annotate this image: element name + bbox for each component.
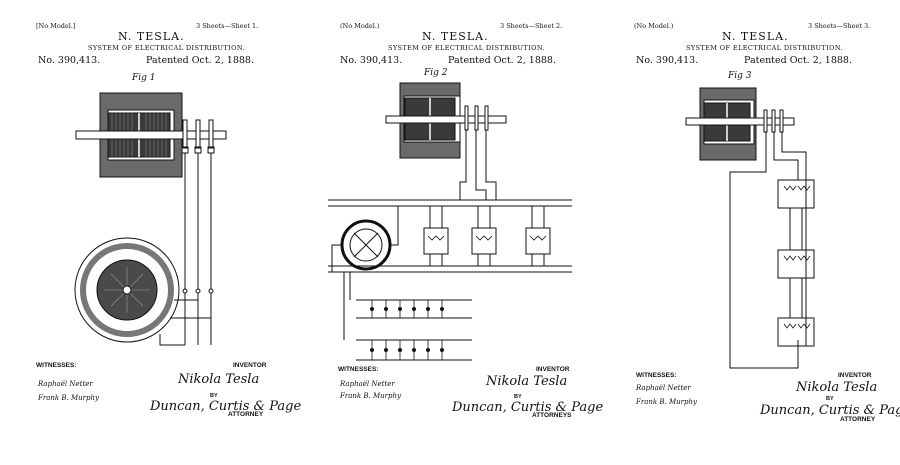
figure-label: Fig 3: [728, 71, 752, 81]
witness-signature-2: Frank B. Murphy: [636, 398, 697, 406]
inventor-name: N. TESLA.: [422, 30, 489, 43]
inventor-label: INVENTOR: [838, 372, 872, 379]
shaft: [685, 117, 795, 126]
converter-box-3: [525, 227, 551, 255]
converter-box-1: [423, 227, 449, 255]
figure-label: Fig 2: [424, 68, 448, 78]
patent-date: Patented Oct. 2, 1888.: [744, 55, 852, 66]
by-label: BY: [826, 396, 834, 402]
inventor-name: N. TESLA.: [722, 30, 789, 43]
figure-2-drawing: [328, 82, 572, 361]
patent-number: No. 390,413.: [636, 55, 699, 66]
patent-title: SYSTEM OF ELECTRICAL DISTRIBUTION.: [388, 44, 545, 52]
coil-box-3: [777, 317, 815, 347]
sheet-number: 3 Sheets—Sheet 1.: [196, 22, 259, 30]
no-model-label: (No Model.): [634, 22, 674, 30]
inventor-label: INVENTOR: [536, 366, 570, 373]
sheet-number: 3 Sheets—Sheet 2.: [500, 22, 563, 30]
motor-outer-ring: [74, 237, 180, 343]
patent-sheet-3: (No Model.) 3 Sheets—Sheet 3. N. TESLA. …: [600, 0, 900, 465]
attorney-label: ATTORNEY: [840, 416, 876, 423]
witness-signature-1: Raphaël Netter: [340, 380, 395, 388]
figure-label: Fig 1: [132, 73, 156, 83]
no-model-label: (No Model.): [340, 22, 380, 30]
by-label: BY: [210, 393, 218, 399]
patent-sheet-2: (No Model.) 3 Sheets—Sheet 2. N. TESLA. …: [300, 0, 604, 465]
witnesses-label: WITNESSES:: [36, 362, 77, 369]
inventor-label: INVENTOR: [233, 362, 267, 369]
witnesses-label: WITNESSES:: [338, 366, 379, 373]
patent-date: Patented Oct. 2, 1888.: [448, 55, 556, 66]
patent-title: SYSTEM OF ELECTRICAL DISTRIBUTION.: [88, 44, 245, 52]
shaft: [385, 115, 507, 124]
figure-1-drawing: [74, 92, 227, 346]
attorney-signature: Duncan, Curtis & Page: [760, 403, 900, 418]
inventor-signature: Nikola Tesla: [486, 374, 568, 389]
attorney-signature: Duncan, Curtis & Page: [150, 399, 302, 414]
attorney-signature: Duncan, Curtis & Page: [452, 400, 604, 415]
converter-box-2: [471, 227, 497, 255]
patent-number: No. 390,413.: [38, 55, 101, 66]
inventor-signature: Nikola Tesla: [796, 380, 878, 395]
no-model-label: [No Model.]: [36, 22, 76, 30]
witness-signature-1: Raphaël Netter: [636, 384, 691, 392]
witnesses-label: WITNESSES:: [636, 372, 677, 379]
patent-date: Patented Oct. 2, 1888.: [146, 55, 254, 66]
patent-title: SYSTEM OF ELECTRICAL DISTRIBUTION.: [686, 44, 843, 52]
shaft: [75, 130, 227, 140]
inventor-signature: Nikola Tesla: [178, 372, 260, 387]
patent-number: No. 390,413.: [340, 55, 403, 66]
coil-box-1: [777, 179, 815, 209]
by-label: BY: [514, 394, 522, 400]
patent-sheet-1: [No Model.] 3 Sheets—Sheet 1. N. TESLA. …: [0, 0, 302, 465]
witness-signature-2: Frank B. Murphy: [38, 394, 99, 402]
witness-signature-1: Raphaël Netter: [38, 380, 93, 388]
inventor-name: N. TESLA.: [118, 30, 185, 43]
figure-3-drawing: [685, 87, 815, 369]
attorney-label: ATTORNEYS: [532, 412, 572, 419]
sheet-number: 3 Sheets—Sheet 3.: [808, 22, 871, 30]
motor-field-ring: [80, 243, 174, 337]
witness-signature-2: Frank B. Murphy: [340, 392, 401, 400]
coil-box-2: [777, 249, 815, 279]
attorney-label: ATTORNEY: [228, 411, 264, 418]
